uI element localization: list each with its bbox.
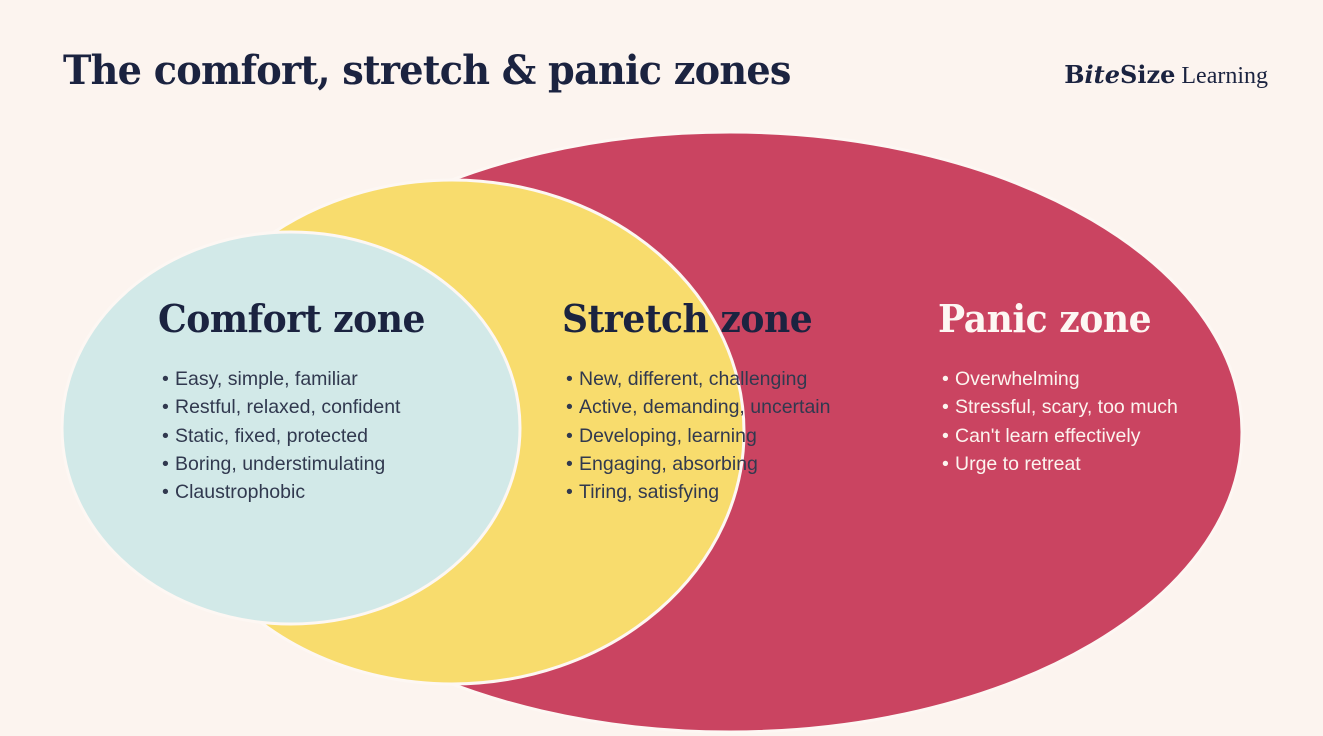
- comfort-zone-title: Comfort zone: [158, 296, 425, 341]
- list-item: Tiring, satisfying: [566, 478, 830, 506]
- list-item: Boring, understimulating: [162, 450, 439, 478]
- list-item: Can't learn effectively: [942, 422, 1178, 450]
- brand-learning: Learning: [1175, 63, 1268, 89]
- brand-b: B: [1064, 60, 1085, 89]
- brand-ite: ite: [1084, 60, 1121, 89]
- panic-zone-content: Panic zone Overwhelming Stressful, scary…: [938, 296, 1178, 478]
- panic-zone-title: Panic zone: [938, 296, 1152, 341]
- stretch-zone-title: Stretch zone: [562, 296, 813, 341]
- list-item: Claustrophobic: [162, 478, 439, 506]
- stretch-zone-content: Stretch zone New, different, challenging…: [562, 296, 830, 506]
- list-item: Stressful, scary, too much: [942, 393, 1178, 421]
- list-item: Overwhelming: [942, 365, 1178, 393]
- list-item: Engaging, absorbing: [566, 450, 830, 478]
- comfort-zone-content: Comfort zone Easy, simple, familiar Rest…: [158, 296, 439, 506]
- list-item: Static, fixed, protected: [162, 422, 439, 450]
- list-item: Restful, relaxed, confident: [162, 393, 439, 421]
- list-item: Developing, learning: [566, 422, 830, 450]
- list-item: Easy, simple, familiar: [162, 365, 439, 393]
- list-item: New, different, challenging: [566, 365, 830, 393]
- page-title: The comfort, stretch & panic zones: [63, 47, 791, 94]
- brand-bitesize: BiteSize: [1064, 60, 1175, 89]
- brand-logo: BiteSize Learning: [1064, 60, 1268, 89]
- list-item: Active, demanding, uncertain: [566, 393, 830, 421]
- comfort-zone-list: Easy, simple, familiar Restful, relaxed,…: [162, 365, 439, 506]
- panic-zone-list: Overwhelming Stressful, scary, too much …: [942, 365, 1178, 478]
- list-item: Urge to retreat: [942, 450, 1178, 478]
- stretch-zone-list: New, different, challenging Active, dema…: [566, 365, 830, 506]
- brand-size: Size: [1120, 60, 1176, 89]
